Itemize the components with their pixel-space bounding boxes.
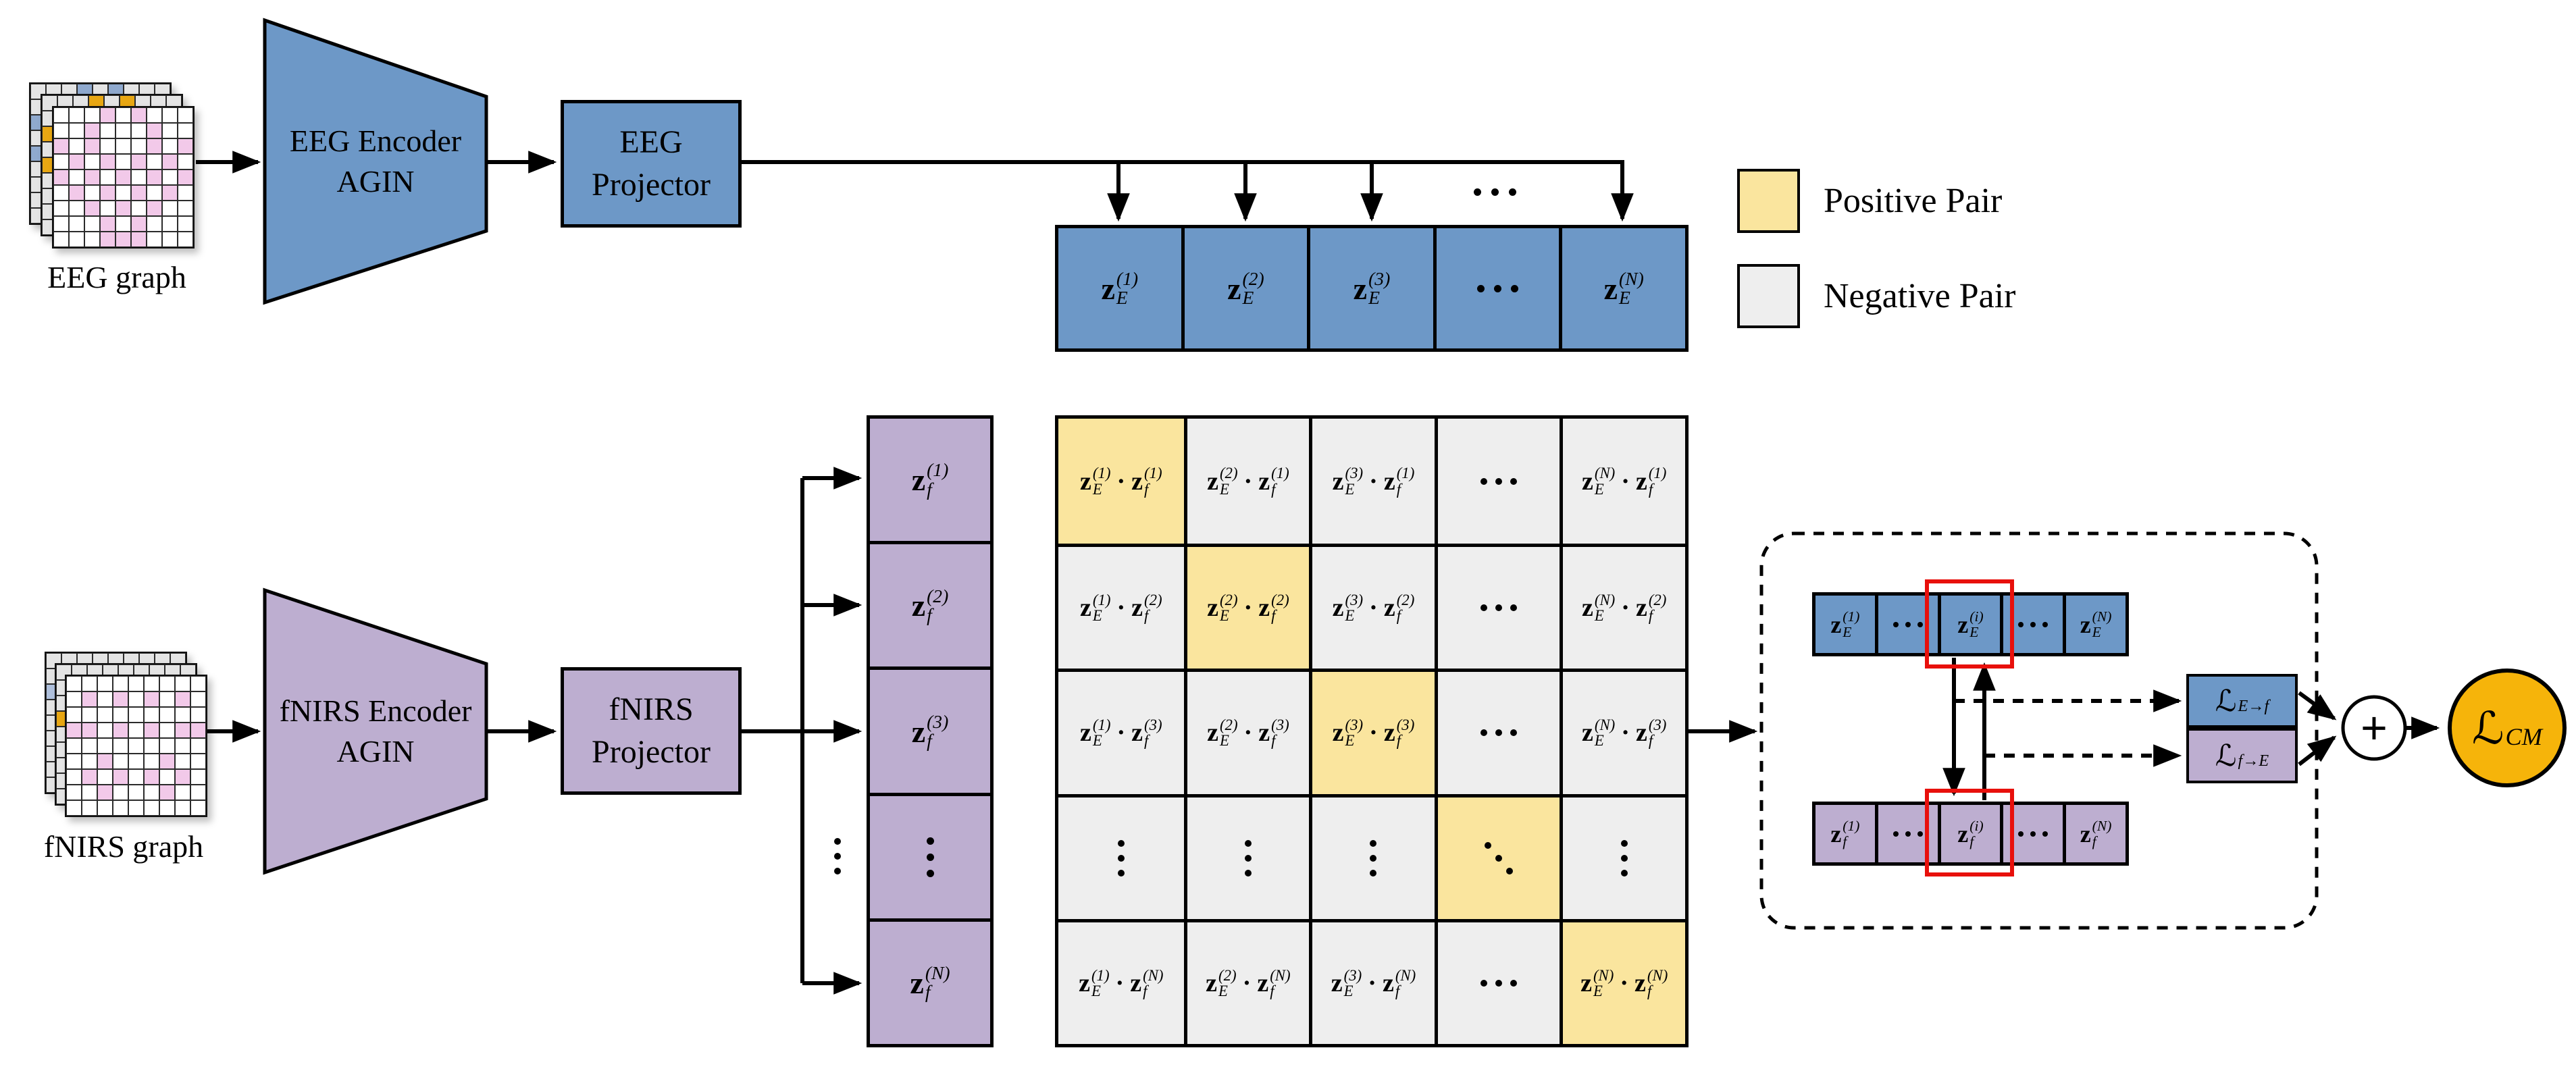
eeg-embedding-cell-1: z(1)E bbox=[1058, 228, 1181, 348]
eeg-projector-output-line bbox=[742, 160, 1624, 199]
eeg-projector-line2: Projector bbox=[592, 166, 711, 203]
matrix-cell-r5-c2: z(2)E·z(N)f bbox=[1183, 918, 1310, 1044]
matrix-cell-r2-c4 bbox=[1434, 544, 1560, 669]
eeg-encoder-line1: EEG Encoder bbox=[289, 124, 462, 159]
fnirs-embedding-cell-4 bbox=[870, 792, 990, 918]
sum-circle bbox=[2341, 695, 2407, 761]
fnirs-graph-label: fNIRS graph bbox=[43, 829, 204, 864]
pairing-eeg-highlight-box bbox=[1925, 579, 2014, 669]
eeg-embedding-cell-2: z(2)E bbox=[1181, 228, 1308, 348]
matrix-cell-r5-c3: z(3)E·z(N)f bbox=[1309, 918, 1435, 1044]
fnirs-embedding-cell-3: z(3)f bbox=[870, 666, 990, 793]
fnirs-projector-line1: fNIRS bbox=[609, 691, 694, 728]
fnirs-encoder-line1: fNIRS Encoder bbox=[279, 693, 472, 729]
pairing-eeg-cell-5: z(N)E bbox=[2063, 596, 2126, 653]
pairing-fnirs-cell-3: z(i)f bbox=[1937, 805, 2001, 862]
matrix-cell-r1-c1: z(1)E·z(1)f bbox=[1058, 419, 1184, 544]
eeg-graph-label: EEG graph bbox=[47, 260, 186, 294]
loss-cm-circle bbox=[2448, 669, 2567, 787]
eeg-projector-box: EEG Projector bbox=[561, 100, 742, 228]
matrix-cell-r4-c4 bbox=[1434, 793, 1560, 919]
eeg-encoder-label: EEG Encoder AGIN bbox=[265, 20, 486, 303]
pairing-fnirs-highlight-box bbox=[1925, 789, 2014, 876]
eeg-encoder-line2: AGIN bbox=[336, 164, 415, 199]
legend-positive-label: Positive Pair bbox=[1824, 182, 2003, 220]
sum-plus-sign: + bbox=[2361, 702, 2388, 754]
pairing-fnirs-row: z(1)f z(i)f z(N)f bbox=[1812, 802, 2129, 866]
fnirs-embedding-cell-5: z(N)f bbox=[870, 918, 990, 1045]
matrix-cell-r5-c1: z(1)E·z(N)f bbox=[1058, 918, 1184, 1044]
matrix-cell-r1-c5: z(N)E·z(1)f bbox=[1560, 419, 1685, 544]
matrix-cell-r2-c5: z(N)E·z(2)f bbox=[1560, 544, 1685, 669]
eeg-embedding-cell-4 bbox=[1433, 228, 1560, 348]
fnirs-projector-box: fNIRS Projector bbox=[561, 667, 742, 795]
matrix-cell-r2-c2: z(2)E·z(2)f bbox=[1183, 544, 1310, 669]
pairing-eeg-cell-1: z(1)E bbox=[1815, 596, 1875, 653]
legend-positive-swatch bbox=[1737, 169, 1800, 233]
eeg-embedding-cell-5: z(N)E bbox=[1559, 228, 1685, 348]
matrix-cell-r2-c3: z(3)E·z(2)f bbox=[1309, 544, 1435, 669]
matrix-cell-r3-c5: z(N)E·z(3)f bbox=[1560, 669, 1685, 794]
pairing-fnirs-cell-1: z(1)f bbox=[1815, 805, 1875, 862]
matrix-cell-r1-c2: z(2)E·z(1)f bbox=[1183, 419, 1310, 544]
fnirs-encoder-trapezoid bbox=[263, 587, 488, 875]
matrix-cell-r5-c5: z(N)E·z(N)f bbox=[1560, 918, 1685, 1044]
matrix-cell-r4-c3 bbox=[1309, 793, 1435, 919]
eeg-feed-dots bbox=[1458, 182, 1532, 204]
matrix-cell-r3-c4 bbox=[1434, 669, 1560, 794]
pairing-dashed-box bbox=[1759, 531, 2319, 930]
matrix-cell-r1-c3: z(3)E·z(1)f bbox=[1309, 419, 1435, 544]
matrix-cell-r4-c1 bbox=[1058, 793, 1184, 919]
fnirs-encoder-line2: AGIN bbox=[336, 734, 415, 768]
eeg-grid-front-layer bbox=[52, 106, 195, 248]
arrow-lossf2e-to-sum bbox=[2298, 735, 2337, 766]
fnirs-embedding-cell-1: z(1)f bbox=[870, 419, 990, 542]
fnirs-projector-line2: Projector bbox=[592, 733, 711, 770]
matrix-cell-r2-c1: z(1)E·z(2)f bbox=[1058, 544, 1184, 669]
eeg-encoder-trapezoid bbox=[263, 18, 488, 305]
matrix-cell-r3-c3: z(3)E·z(3)f bbox=[1309, 669, 1435, 794]
matrix-cell-r5-c4 bbox=[1434, 918, 1560, 1044]
fnirs-encoder-label: fNIRS Encoder AGIN bbox=[265, 590, 486, 872]
matrix-cell-r1-c4 bbox=[1434, 419, 1560, 544]
pairing-eeg-cell-3: z(i)E bbox=[1937, 596, 2001, 653]
fnirs-branch-dots bbox=[819, 828, 856, 882]
fnirs-grid-front-layer bbox=[65, 675, 207, 817]
pairing-fnirs-cell-5: z(N)f bbox=[2063, 805, 2126, 862]
legend-negative-label: Negative Pair bbox=[1824, 277, 2016, 315]
fnirs-embedding-cell-2: z(2)f bbox=[870, 541, 990, 667]
arrow-losse2f-to-sum bbox=[2298, 691, 2337, 721]
legend-negative-swatch bbox=[1737, 264, 1800, 328]
matrix-cell-r4-c2 bbox=[1183, 793, 1310, 919]
eeg-projector-line1: EEG bbox=[619, 124, 683, 161]
matrix-cell-r3-c1: z(1)E·z(3)f bbox=[1058, 669, 1184, 794]
matrix-cell-r3-c2: z(2)E·z(3)f bbox=[1183, 669, 1310, 794]
matrix-cell-r4-c5 bbox=[1560, 793, 1685, 919]
eeg-embedding-cell-3: z(3)E bbox=[1307, 228, 1433, 348]
